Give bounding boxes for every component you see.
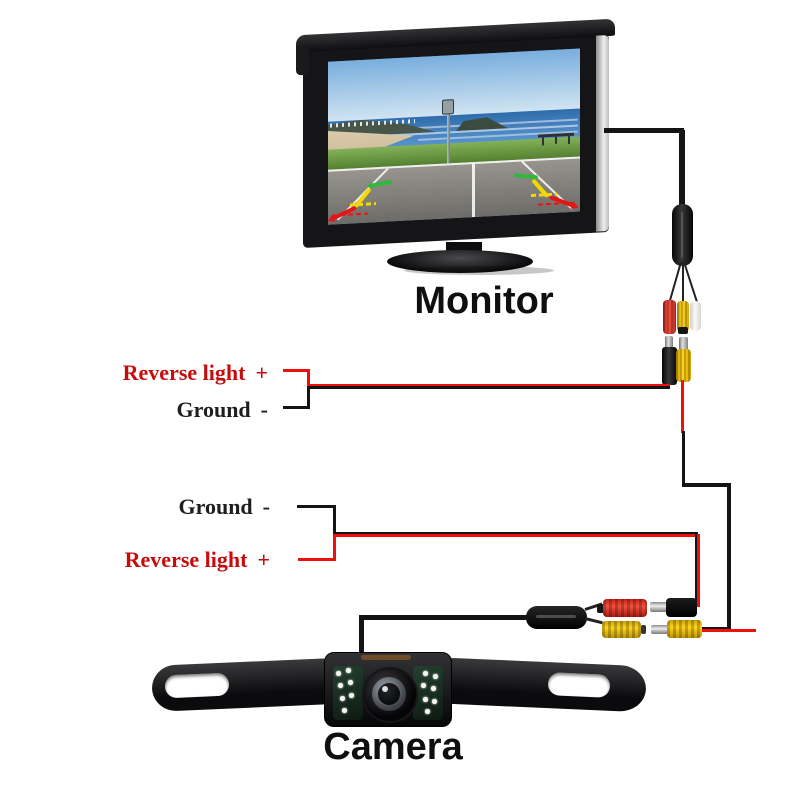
wire-ground-bottom <box>333 505 336 535</box>
camera-cable <box>362 615 527 620</box>
wire-video-black <box>682 483 731 487</box>
rca-female-white <box>690 301 701 331</box>
monitor-stand-base <box>387 250 533 273</box>
camera-harness-junction <box>526 606 587 629</box>
monitor-sun-visor-side <box>296 46 309 76</box>
label-reverse-light-top: Reverse light + <box>46 362 268 384</box>
ir-led <box>421 683 426 688</box>
monitor-cable <box>679 130 685 208</box>
ir-led <box>338 683 343 688</box>
monitor-harness-ferrite <box>672 204 693 266</box>
wire-video-red-segment <box>681 380 684 433</box>
monitor-silver-edge <box>596 34 609 232</box>
screen-bench-leg <box>542 137 544 146</box>
wire-reverse-top <box>283 369 310 372</box>
wire-power-pair-red <box>307 383 670 386</box>
label-sign: - <box>260 397 268 422</box>
ir-led <box>348 680 353 685</box>
dc-plug-male <box>662 347 677 385</box>
label-ground-top: Ground- <box>46 399 268 421</box>
label-sign: + <box>255 360 268 385</box>
rca-male-yellow <box>667 620 702 638</box>
rca-male-yellow <box>676 349 691 382</box>
label-text: Ground <box>178 494 253 519</box>
dc-plug-male <box>666 598 697 617</box>
label-sign: + <box>257 547 270 572</box>
monitor-title: Monitor <box>414 280 554 322</box>
rca-female-red <box>663 300 676 334</box>
rca-male-yellow-tip <box>651 625 668 634</box>
screen-bench-leg <box>568 136 570 145</box>
wire-camera-pair-red <box>333 534 698 537</box>
license-screw-slot <box>164 672 230 699</box>
wire-camera-pair-black <box>333 531 698 534</box>
ir-led-panel-left <box>333 666 363 720</box>
wire-video-black <box>682 431 685 486</box>
monitor-cable <box>604 128 684 133</box>
wire-video-black <box>727 483 731 631</box>
housing-reflection <box>361 655 411 660</box>
rca-female-red-base <box>597 604 605 613</box>
rca-female-yellow-base <box>678 327 688 334</box>
label-sign: - <box>262 494 270 519</box>
camera-bracket-left <box>151 658 333 712</box>
camera-cable <box>359 615 364 653</box>
ir-led <box>349 693 354 698</box>
ir-led <box>342 708 347 713</box>
label-text: Reverse light <box>124 547 248 572</box>
camera-housing <box>324 652 452 727</box>
monitor-screen <box>328 48 580 225</box>
ir-led <box>433 674 438 679</box>
ir-led-panel-right <box>413 666 443 720</box>
parking-line-center <box>472 163 475 218</box>
wire-camera-pair-red <box>697 534 700 607</box>
dc-plug-male-tip <box>650 602 668 612</box>
wire-ground-bottom <box>297 505 336 508</box>
wire-reverse-top <box>307 369 310 386</box>
ir-led <box>425 709 430 714</box>
rca-female-yellow-socket <box>641 625 646 634</box>
label-text: Ground <box>176 397 251 422</box>
harness-lead <box>682 262 684 303</box>
label-text: Reverse light <box>122 360 246 385</box>
harness-lead <box>683 261 699 304</box>
monitor <box>296 18 615 248</box>
wire-power-pair-black <box>307 386 670 389</box>
dc-plug-male-tip <box>665 336 673 349</box>
wire-reverse-bottom <box>298 558 336 561</box>
wire-red-stub <box>702 629 756 632</box>
ir-led <box>346 668 351 673</box>
camera-title: Camera <box>323 726 463 768</box>
screen-pole-sign <box>442 99 454 115</box>
wire-ground-top <box>307 387 310 409</box>
rca-male-yellow-tip <box>679 337 688 351</box>
wire-reverse-bottom <box>333 535 336 561</box>
rca-female-yellow <box>677 301 689 332</box>
camera-bracket-right <box>443 657 647 713</box>
ir-led <box>432 699 437 704</box>
monitor-stand-shadow <box>404 266 554 275</box>
label-ground-bottom: Ground- <box>48 496 270 518</box>
ir-led <box>336 671 341 676</box>
wire-camera-pair-black <box>694 534 697 607</box>
monitor-sun-visor <box>296 18 615 53</box>
camera-lens <box>378 683 400 705</box>
wire-ground-top <box>283 406 310 409</box>
camera-lens-glint <box>382 686 388 692</box>
ir-led <box>423 697 428 702</box>
screen-bench-leg <box>555 136 557 144</box>
ir-led <box>340 696 345 701</box>
label-reverse-light-bottom: Reverse light + <box>48 549 270 571</box>
rca-female-red <box>603 599 647 617</box>
rca-female-yellow <box>602 621 641 638</box>
license-screw-slot <box>547 672 611 698</box>
harness-lead <box>668 261 682 303</box>
harness-lead <box>584 617 603 625</box>
ir-led <box>431 686 436 691</box>
ir-led <box>423 671 428 676</box>
